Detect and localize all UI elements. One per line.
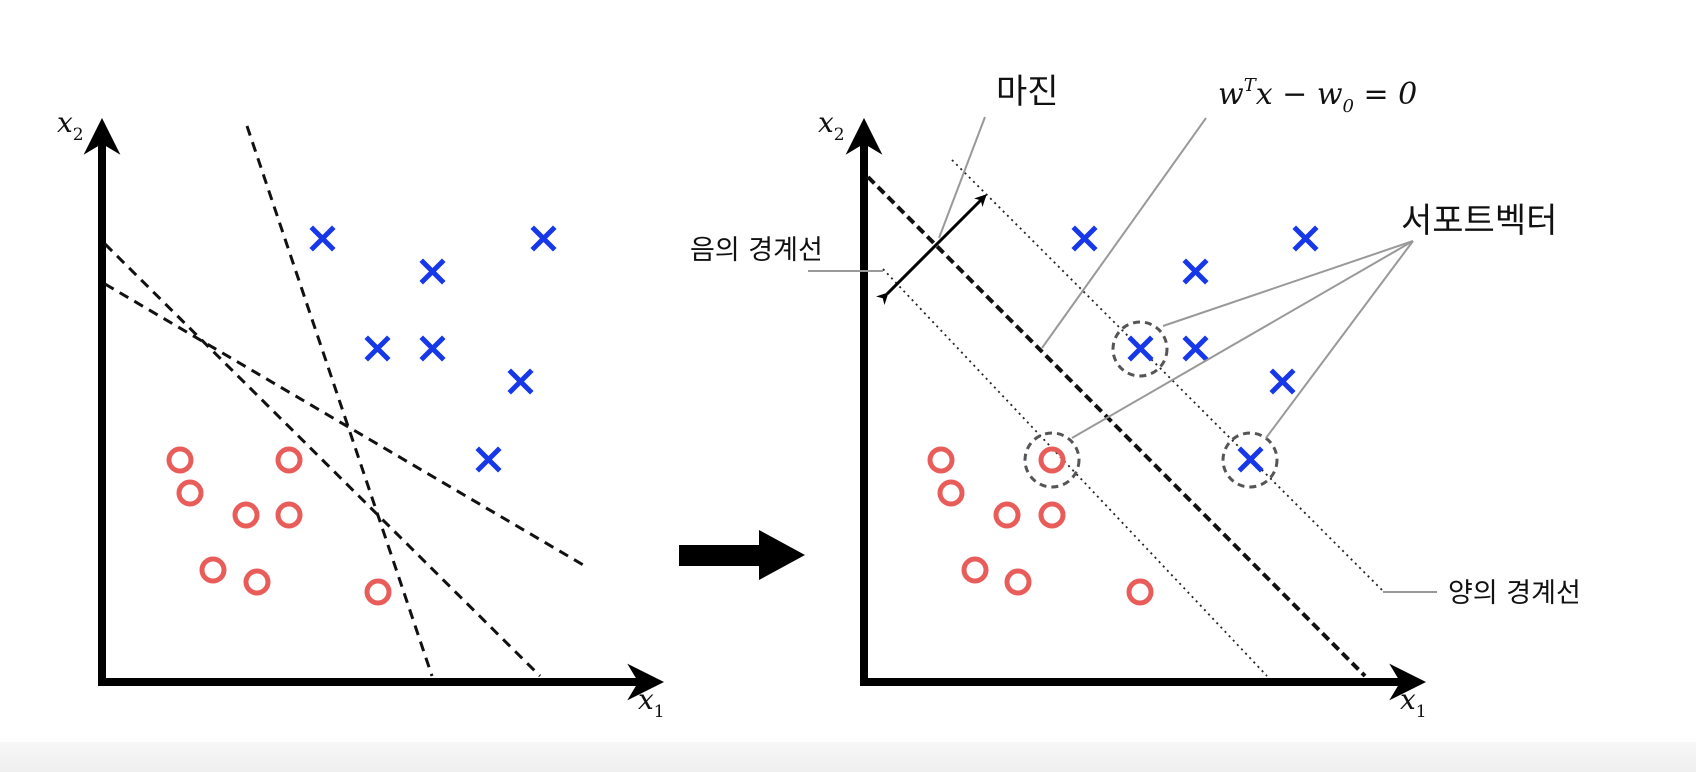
right-class-o-points [927,446,1154,606]
o-point [166,446,194,474]
right-x-axis-label: x1 [1400,683,1427,722]
left-candidate-boundary-1 [245,125,434,677]
support-vector-pointer-1 [1162,240,1414,327]
o-point [275,501,303,529]
left-candidate-boundary-3 [104,282,586,568]
o-point [1126,578,1154,606]
decision-boundary-line [866,175,1367,678]
margin-label: 마진 [996,72,1059,112]
left-candidate-boundary-2 [103,242,542,678]
equation-middle: x − w [1256,77,1343,112]
support-vector-circle [1023,431,1081,489]
support-vector-pointer-3 [1265,240,1414,439]
decision-boundary-pointer [1041,117,1207,349]
x-point [1269,368,1296,395]
o-point [1038,501,1066,529]
x-point [364,335,391,362]
x-point [419,258,446,285]
x-point [507,368,534,395]
left-x-axis-label: x1 [638,683,665,722]
big-arrow-icon [679,530,805,580]
support-vector-highlights [1023,320,1279,489]
o-point-support [1038,446,1066,474]
right-x-axis-main: x [1400,683,1416,716]
left-class-o-points [166,446,392,606]
support-vectors-label: 서포트벡터 [1401,201,1557,241]
x-point [475,446,502,473]
support-vector-circle [1221,431,1279,489]
left-y-axis-subscript: 2 [73,125,84,145]
support-vector-circle [1111,320,1169,378]
left-y-axis-main: x [57,106,73,139]
margin-pointer [938,116,986,239]
left-class-x-points [309,225,557,473]
equation-superscript: T [1244,75,1258,96]
support-vector-pointer-2 [1071,240,1414,439]
x-point [1071,225,1098,252]
x-point [1182,335,1209,362]
negative-boundary-label: 음의 경계선 [690,235,823,266]
equation-subscript: 0 [1343,96,1354,117]
o-point [1004,568,1032,596]
equation-w: w [1218,77,1244,112]
right-x-axis-subscript: 1 [1416,702,1427,722]
o-point [364,578,392,606]
left-x-axis-main: x [638,683,654,716]
x-point-support [1127,335,1154,362]
transition-arrow [679,530,805,580]
x-point [530,225,557,252]
x-point [419,335,446,362]
left-y-axis-label: x2 [57,106,84,145]
decision-boundary-equation: wTx − w0 = 0 [1218,75,1417,117]
bottom-gradient-strip [0,742,1696,772]
right-y-axis-main: x [818,106,834,139]
o-point [961,556,989,584]
x-point [1182,258,1209,285]
o-point [993,501,1021,529]
o-point [275,446,303,474]
positive-boundary-label: 양의 경계선 [1448,578,1581,609]
right-y-axis-label: x2 [818,106,845,145]
left-plot: x2 x1 [57,106,665,722]
right-y-axis-subscript: 2 [834,125,845,145]
o-point [937,479,965,507]
equation-tail: = 0 [1354,77,1417,112]
left-x-axis-subscript: 1 [654,702,665,722]
o-point [243,568,271,596]
o-point [927,446,955,474]
x-point-support [1237,446,1264,473]
o-point [232,501,260,529]
annotation-pointers [808,116,1437,593]
o-point [176,479,204,507]
right-class-x-points [1071,225,1319,473]
right-plot: x2 x1 [690,72,1581,722]
positive-boundary-line [951,159,1384,592]
x-point [1292,225,1319,252]
o-point [199,556,227,584]
x-point [309,225,336,252]
margin-arrow [875,194,987,306]
